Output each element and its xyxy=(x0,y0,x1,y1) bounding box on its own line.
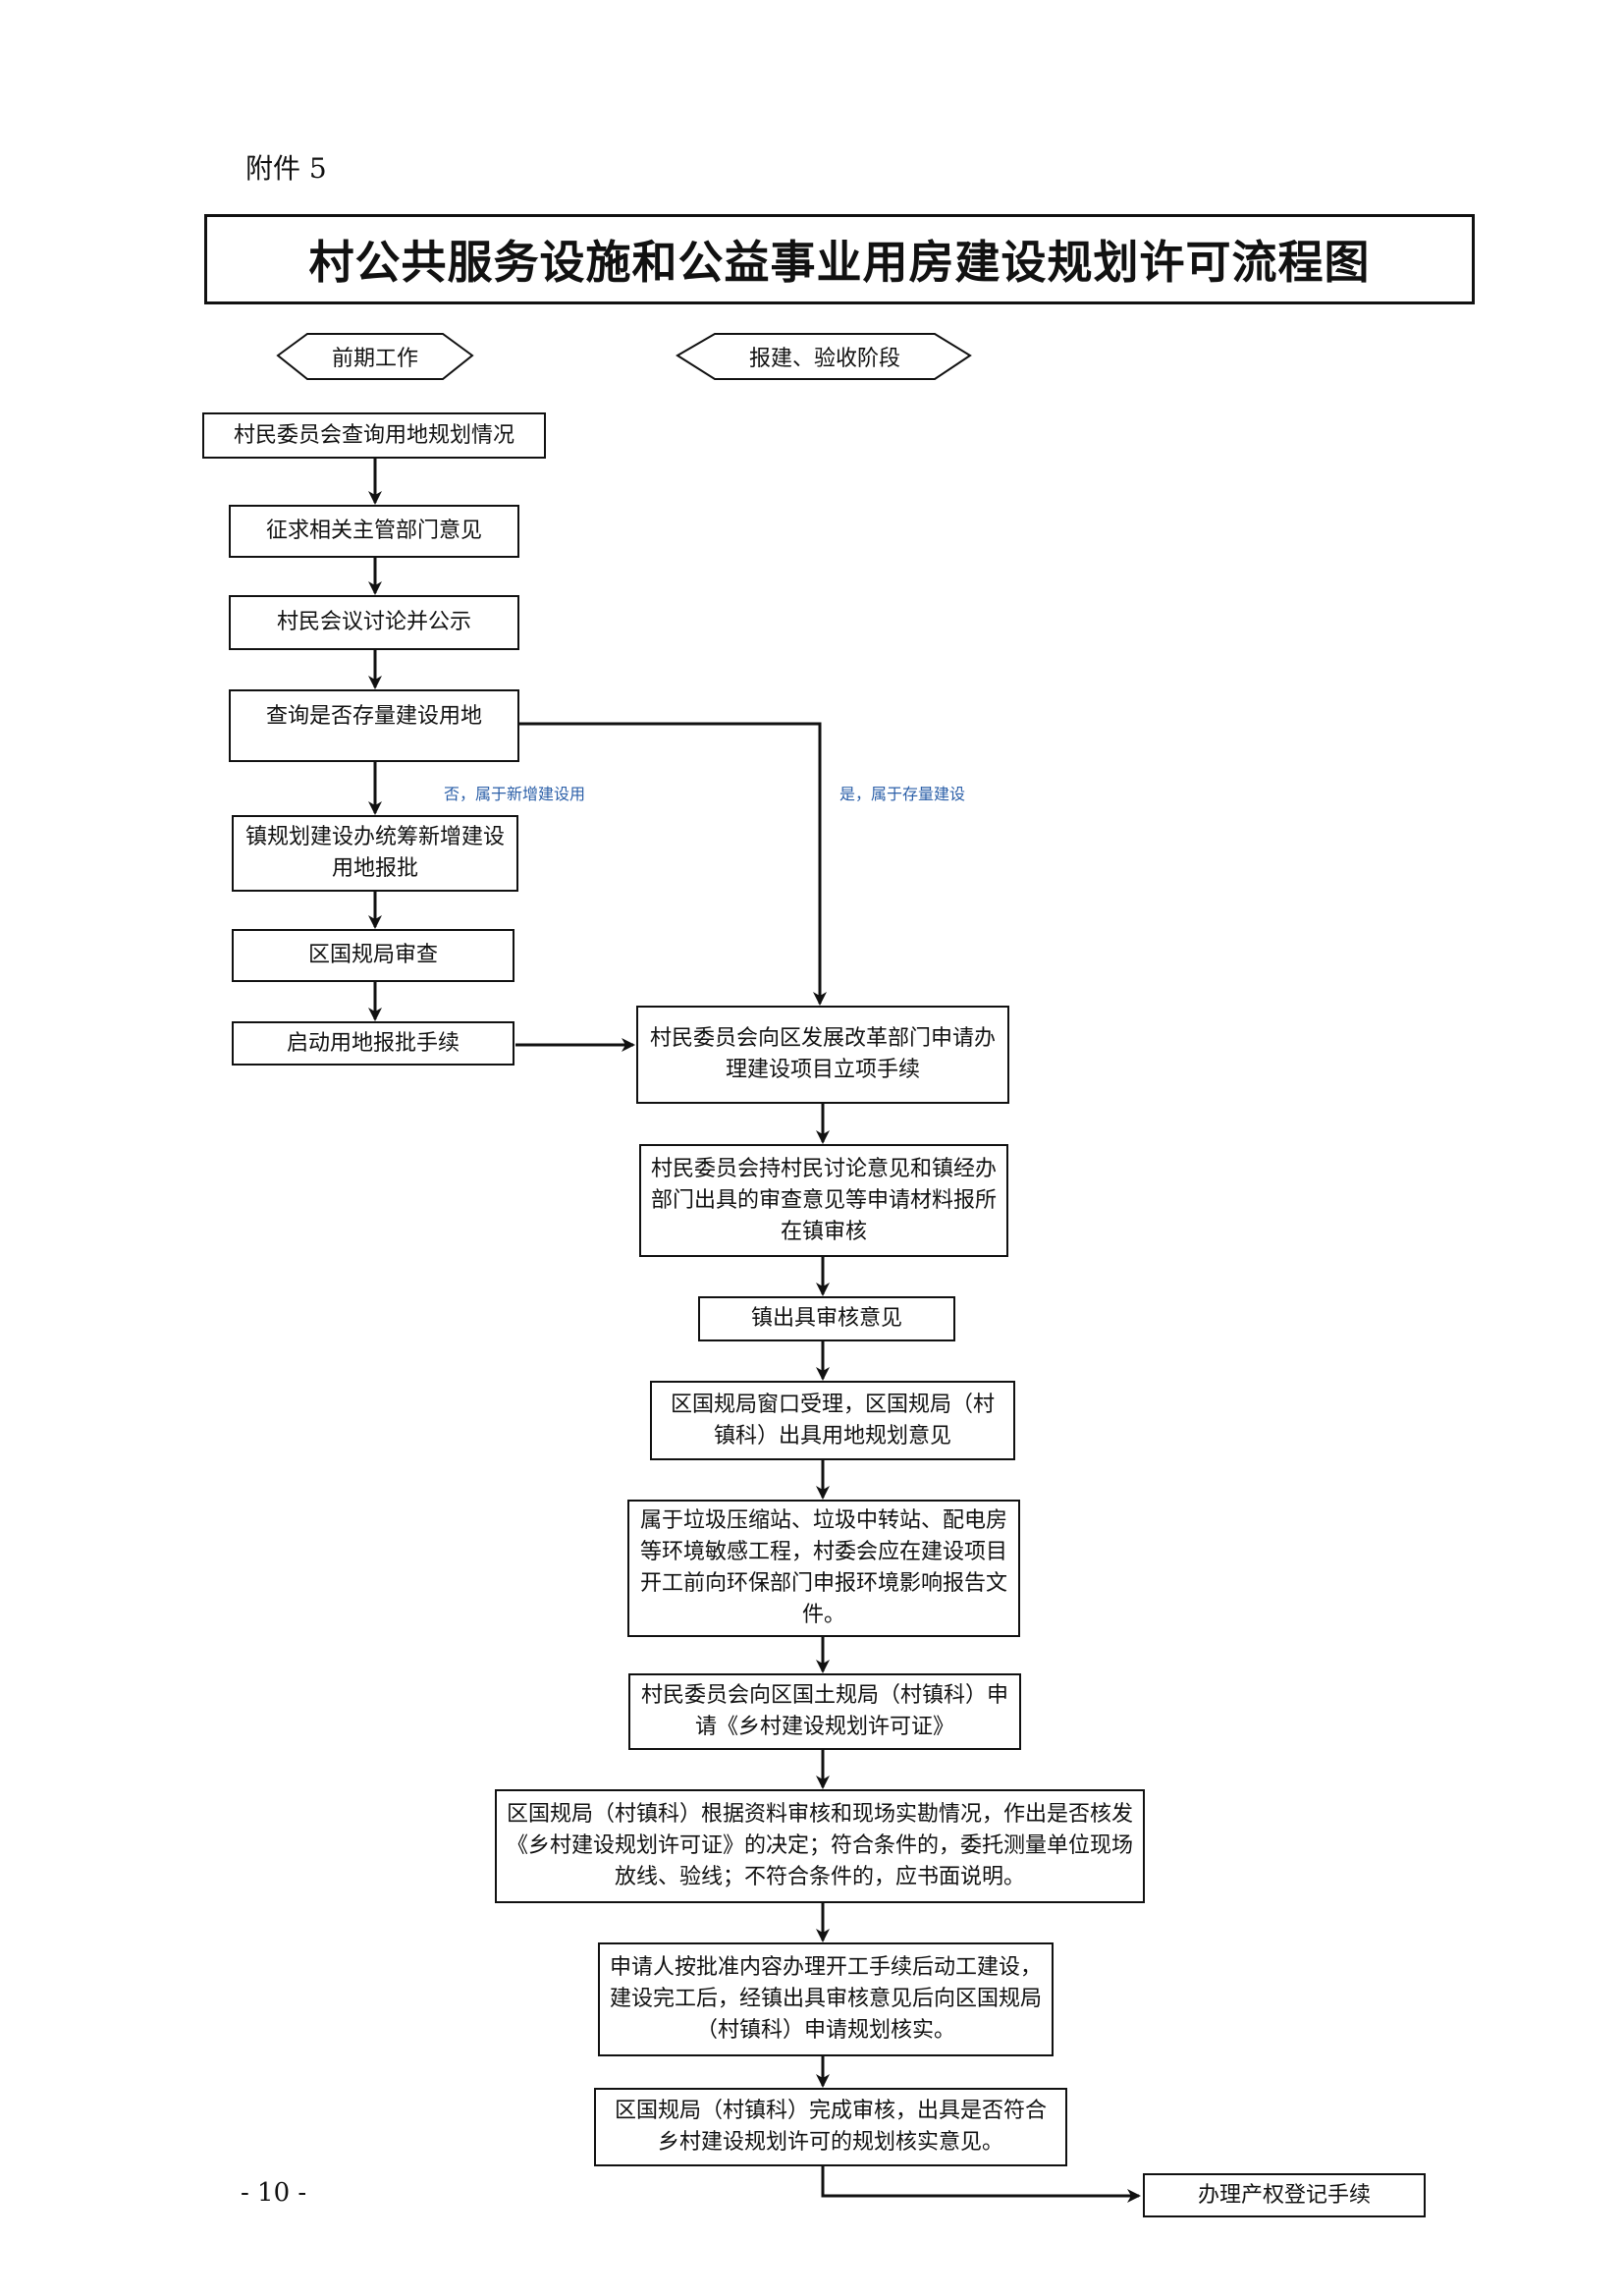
attachment-label: 附件 5 xyxy=(245,152,327,185)
step-town-opinion: 镇出具审核意见 xyxy=(698,1296,955,1341)
page-number: - 10 - xyxy=(241,2178,307,2208)
stage-hexagon-report xyxy=(676,333,972,380)
step-environment-report: 属于垃圾压缩站、垃圾中转站、配电房等环境敏感工程，村委会应在建设项目开工前向环保… xyxy=(627,1500,1020,1637)
page-title: 村公共服务设施和公益事业用房建设规划许可流程图 xyxy=(308,236,1371,289)
step-start-land-procedure: 启动用地报批手续 xyxy=(232,1021,514,1066)
step-villager-meeting: 村民会议讨论并公示 xyxy=(229,595,519,650)
step-check-existing-land: 查询是否存量建设用地 xyxy=(229,689,519,762)
step-new-land-approval: 镇规划建设办统筹新增建设用地报批 xyxy=(232,815,518,892)
arrow-final xyxy=(821,2166,1141,2203)
step-window-acceptance: 区国规局窗口受理，区国规局（村镇科）出具用地规划意见 xyxy=(650,1381,1015,1460)
branch-label-yes: 是，属于存量建设 xyxy=(839,785,966,803)
title-box: 村公共服务设施和公益事业用房建设规划许可流程图 xyxy=(204,214,1475,304)
stage-hexagon-early xyxy=(276,333,474,380)
step-apply-permit: 村民委员会向区国土规局（村镇科）申请《乡村建设规划许可证》 xyxy=(628,1673,1021,1750)
step-project-approval: 村民委员会向区发展改革部门申请办理建设项目立项手续 xyxy=(636,1006,1009,1104)
step-seek-department-opinions: 征求相关主管部门意见 xyxy=(229,505,519,558)
step-town-review-materials: 村民委员会持村民讨论意见和镇经办部门出具的审查意见等申请材料报所在镇审核 xyxy=(639,1144,1008,1257)
branch-label-no: 否，属于新增建设用 xyxy=(444,785,586,803)
step-permit-decision: 区国规局（村镇科）根据资料审核和现场实勘情况，作出是否核发《乡村建设规划许可证》… xyxy=(495,1789,1145,1903)
step-final-verification: 区国规局（村镇科）完成审核，出具是否符合乡村建设规划许可的规划核实意见。 xyxy=(594,2088,1067,2166)
stage-label-early: 前期工作 xyxy=(331,347,418,371)
step-property-registration: 办理产权登记手续 xyxy=(1143,2173,1426,2217)
arrow-branch-yes xyxy=(519,722,827,1006)
step-district-review: 区国规局审查 xyxy=(232,929,514,982)
stage-label-report: 报建、验收阶段 xyxy=(748,347,900,371)
step-construction-verification: 申请人按批准内容办理开工手续后动工建设，建设完工后，经镇出具审核意见后向区国规局… xyxy=(598,1942,1054,2056)
step-query-land-planning: 村民委员会查询用地规划情况 xyxy=(202,412,546,459)
